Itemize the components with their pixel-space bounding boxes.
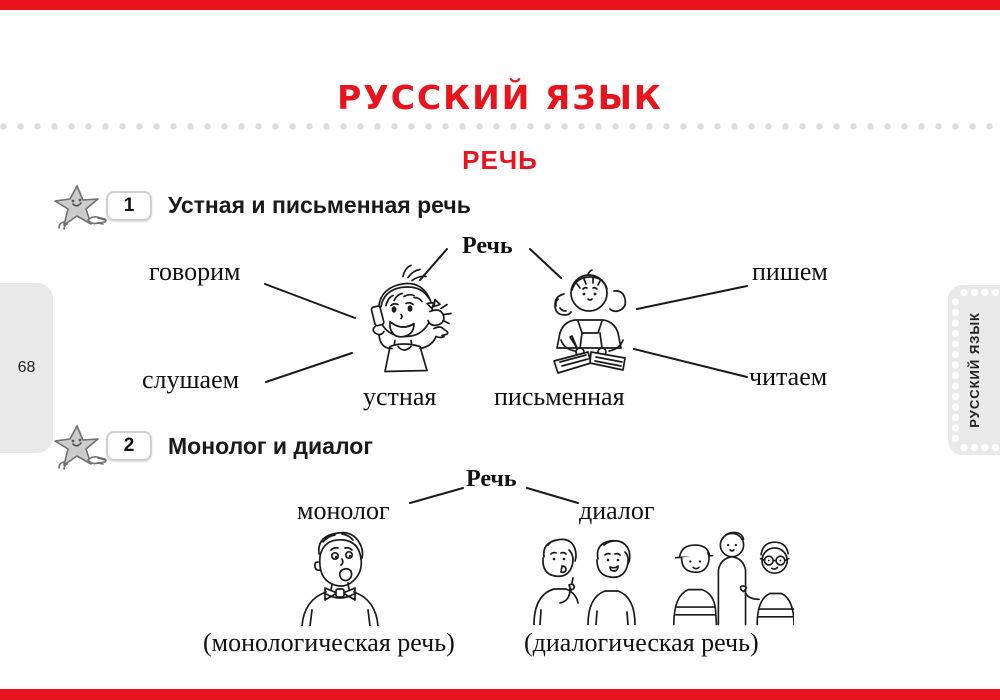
- side-tab-label-wrap: РУССКИЙ ЯЗЫК: [948, 285, 1000, 455]
- diagram1-root: Речь: [462, 233, 513, 259]
- chapter-heading: РЕЧЬ: [462, 145, 538, 175]
- diagram2-monologue: монолог: [297, 496, 390, 525]
- diagram1-written-label: письменная: [494, 382, 625, 411]
- side-tab-label: РУССКИЙ ЯЗЫК: [966, 312, 982, 428]
- boy-speaking-illustration: [290, 528, 390, 627]
- section-title: Монолог и диалог: [168, 433, 373, 459]
- tab-perforation-dots: [951, 297, 960, 443]
- page-title: РУССКИЙ ЯЗЫК: [337, 78, 663, 117]
- girl-writing-illustration: [544, 266, 639, 378]
- tab-perforation-dots: [959, 288, 1000, 297]
- diagram2-dialogue: диалог: [579, 496, 655, 525]
- three-kids-illustration: [668, 530, 796, 626]
- diagram2-root: Речь: [466, 466, 517, 492]
- top-red-bar: [0, 0, 1000, 10]
- two-boys-dialogue-illustration: [526, 533, 656, 626]
- page-number-tab: 68: [0, 283, 53, 453]
- subject-side-tab: РУССКИЙ ЯЗЫК: [948, 285, 1000, 455]
- dialogue-caption: (диалогическая речь): [524, 628, 759, 657]
- diagram1-write: пишем: [752, 257, 828, 286]
- diagram1-speak: говорим: [149, 257, 241, 286]
- section-number-badge: 2: [106, 431, 152, 461]
- diagram1-read: читаем: [749, 362, 828, 391]
- dotted-separator: [0, 123, 1000, 130]
- star-pointer-icon: [52, 184, 108, 232]
- page-number: 68: [17, 359, 36, 376]
- section-title: Устная и письменная речь: [168, 192, 471, 218]
- section-number-badge: 1: [106, 191, 152, 221]
- star-pointer-icon: [52, 424, 108, 472]
- bottom-red-bar: [0, 689, 1000, 700]
- diagram1-listen: слушаем: [142, 365, 240, 394]
- diagram1-oral-label: устная: [363, 382, 437, 411]
- girl-phone-illustration: [348, 264, 463, 377]
- tab-perforation-dots: [959, 443, 1000, 452]
- monologue-caption: (монологическая речь): [203, 628, 455, 657]
